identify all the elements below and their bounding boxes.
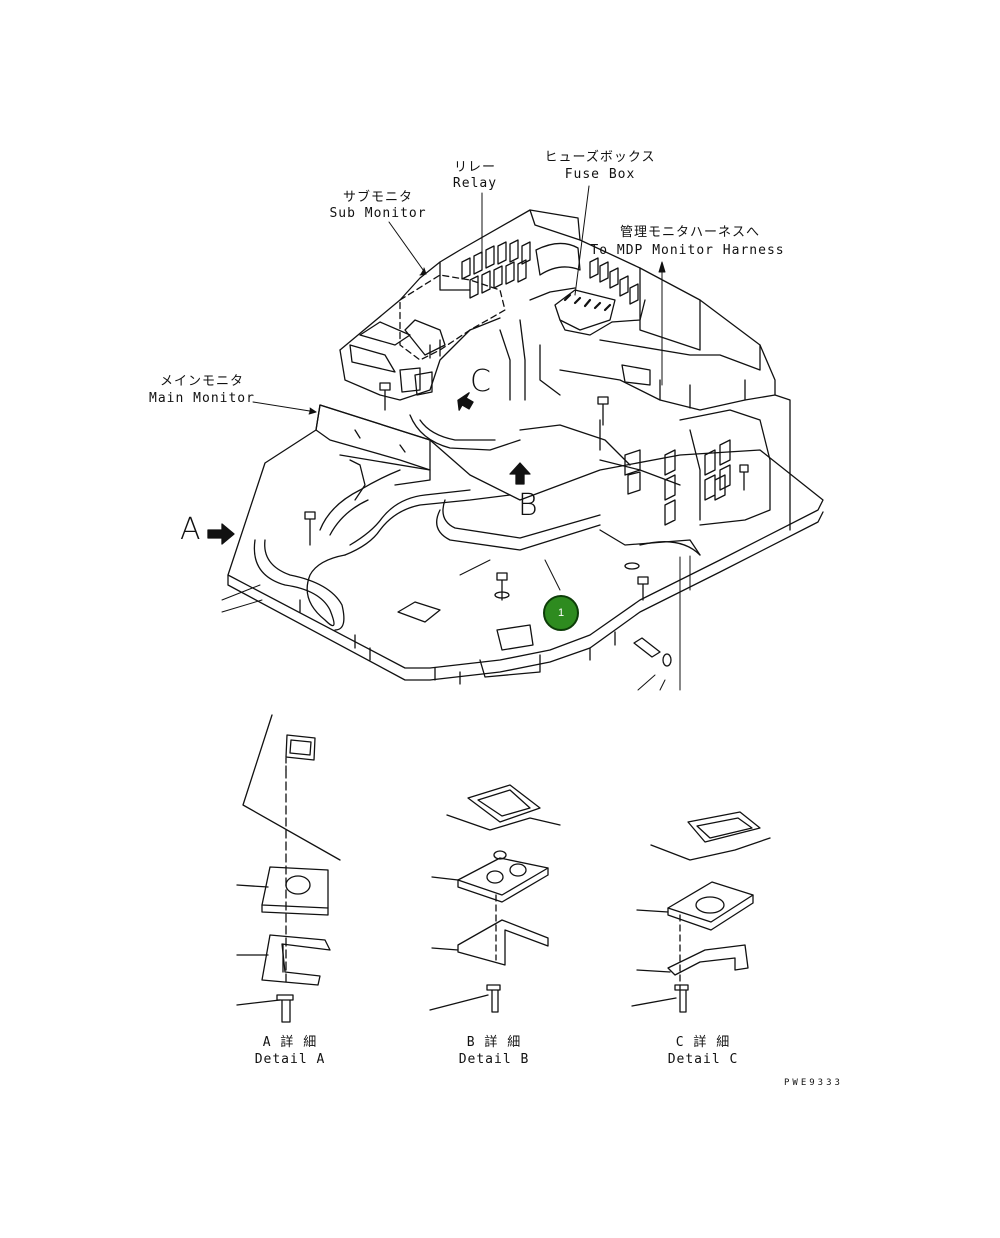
detail-c-title-jp: C 詳 細 bbox=[675, 1035, 731, 1050]
view-marker-c: C bbox=[470, 364, 491, 399]
view-marker-b: B bbox=[518, 488, 538, 523]
sub-monitor-label-en: Sub Monitor bbox=[329, 206, 427, 221]
relay-label-en: Relay bbox=[452, 176, 498, 191]
main-monitor-label-jp: メインモニタ bbox=[159, 374, 244, 389]
detail-b-title-jp: B 詳 細 bbox=[466, 1035, 522, 1050]
fuse-box-label-en: Fuse Box bbox=[564, 167, 636, 182]
floor-plate bbox=[227, 404, 824, 685]
mdp-harness-label-en: To MDP Monitor Harness bbox=[590, 243, 785, 258]
relay-label-jp: リレー bbox=[453, 160, 496, 175]
detail-a-title-en: Detail A bbox=[254, 1052, 326, 1067]
detail-a-title-jp: A 詳 細 bbox=[262, 1035, 318, 1050]
detail-b-title-en: Detail B bbox=[458, 1052, 530, 1067]
detail-b-drawing bbox=[429, 784, 561, 1013]
main-monitor-label-en: Main Monitor bbox=[149, 391, 255, 406]
relay-cluster bbox=[461, 239, 581, 301]
bolts bbox=[304, 382, 749, 667]
fuse-box-label-jp: ヒューズボックス bbox=[544, 150, 656, 165]
wire-harness bbox=[253, 319, 701, 631]
view-arrows bbox=[207, 392, 531, 545]
detail-c-drawing bbox=[631, 811, 771, 1013]
console-body bbox=[339, 209, 791, 531]
main-monitor-bracket bbox=[315, 404, 431, 501]
detail-a-drawing bbox=[236, 714, 341, 1023]
drawing-code: PWE9333 bbox=[784, 1078, 843, 1088]
connector-cluster bbox=[399, 367, 731, 526]
part-callout-1[interactable]: 1 bbox=[543, 595, 579, 631]
detail-c-title-en: Detail C bbox=[667, 1052, 739, 1067]
leader-lines bbox=[221, 185, 691, 691]
view-marker-a: A bbox=[180, 512, 201, 547]
sub-monitor-housing bbox=[339, 274, 506, 401]
mdp-harness-label-jp: 管理モニタハーネスへ bbox=[619, 225, 760, 240]
fuse-box bbox=[554, 257, 646, 336]
sub-monitor-label-jp: サブモニタ bbox=[342, 190, 413, 205]
